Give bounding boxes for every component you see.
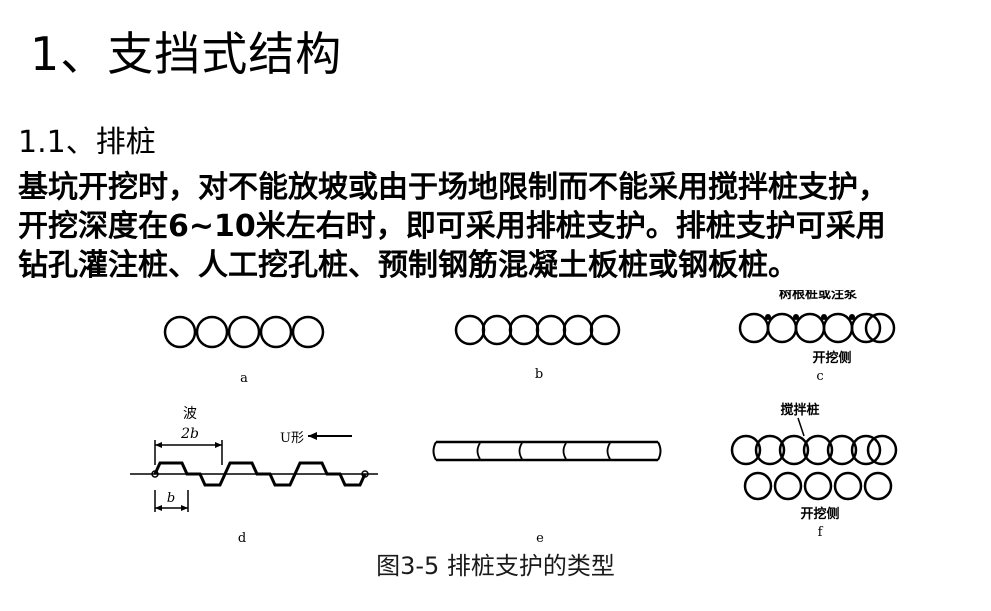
panel-d-wave-length: 2b [180,426,199,442]
panel-f-label: f [818,525,824,540]
pile-circle [738,312,770,344]
figure-caption: 图3-5 排桩支护的类型 [376,552,615,580]
slide-title: 1、支挡式结构 [30,27,343,81]
panel-b-piles [454,314,621,346]
pile-types-diagram: a b c 树根桩或注浆 开挖侧 波 2b U形 b d e 搅拌桩 开挖侧 f [130,290,898,546]
pile-circle [195,315,229,349]
body-line-1: 基坑开挖时，对不能放坡或由于场地限制而不能采用搅拌桩支护， [18,170,888,205]
body-paragraph: 基坑开挖时，对不能放坡或由于场地限制而不能采用搅拌桩支护， 开挖深度在6~10米… [18,168,978,285]
body-line-3: 钻孔灌注桩、人工挖孔桩、预制钢筋混凝土板桩或钢板桩。 [18,248,798,283]
pile-circle [562,314,594,346]
pile-circle [163,315,197,349]
pile-circle [589,314,621,346]
pile-circle [535,314,567,346]
pile-circle [454,314,486,346]
panel-e-plank-pile [432,440,662,462]
pile-circle [766,312,798,344]
panel-c-grout [765,314,855,320]
panel-d-wave-label: 波 [183,406,197,422]
pile-circle [822,312,854,344]
panel-d-label: d [238,531,246,546]
pile-circle [864,312,896,344]
pile-circle [259,315,293,349]
pile-circle [508,314,540,346]
panel-a-piles [163,315,325,349]
panel-c-annotation-bottom: 开挖侧 [812,350,851,366]
section-heading: 1.1、排桩 [18,125,156,160]
panel-f-pointer [797,417,805,437]
panel-c-annotation-top: 树根桩或注浆 [779,290,858,302]
panel-e-label: e [536,531,544,546]
pile-circle [291,315,325,349]
panel-c-piles [738,312,896,344]
panel-b-label: b [535,367,543,382]
panel-d-sheet-pile [130,432,378,512]
panel-d-half-width: b [167,491,175,506]
pile-circle [227,315,261,349]
panel-a-label: a [240,371,248,386]
panel-f-annotation-bottom: 开挖侧 [800,506,839,522]
panel-c-label: c [816,369,823,384]
pile-circle [850,312,882,344]
body-line-2: 开挖深度在6~10米左右时，即可采用排桩支护。排桩支护可采用 [18,209,886,244]
pile-circle [481,314,513,346]
pile-circle [794,312,826,344]
panel-d-direction-label: U形 [280,431,304,446]
panel-f-piles [730,434,898,501]
panel-f-annotation-top: 搅拌桩 [780,402,819,418]
pile-types-figure: a b c 树根桩或注浆 开挖侧 波 2b U形 b d e 搅拌桩 开挖侧 f [120,290,910,560]
